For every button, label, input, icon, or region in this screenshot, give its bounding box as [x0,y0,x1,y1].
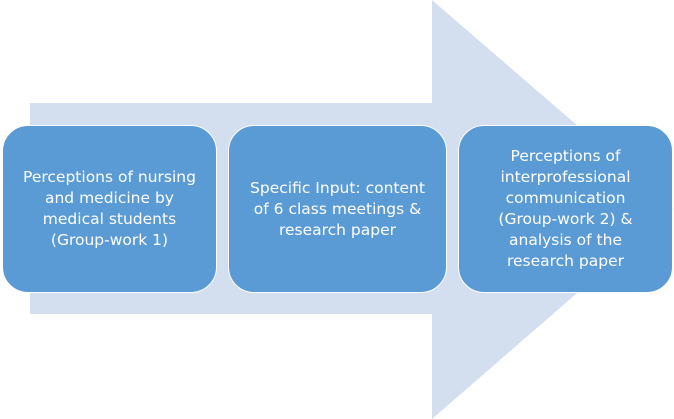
step-box-2: Specific Input: content of 6 class meeti… [228,125,447,293]
step-box-1: Perceptions of nursing and medicine by m… [2,125,217,293]
step-2-text: Specific Input: content of 6 class meeti… [250,178,425,239]
step-box-3: Perceptions of interprofessional communi… [458,125,673,293]
step-3-text: Perceptions of interprofessional communi… [498,147,633,270]
step-1-text: Perceptions of nursing and medicine by m… [23,168,196,249]
